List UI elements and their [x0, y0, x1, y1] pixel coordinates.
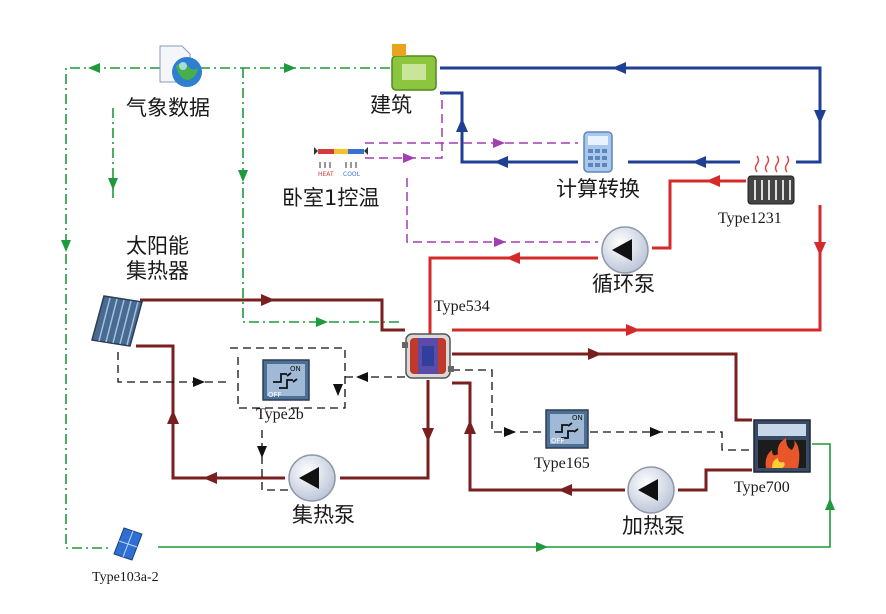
- type103-label: Type103a-2: [92, 570, 159, 585]
- weather-data-icon[interactable]: [159, 45, 202, 87]
- heater-loop: [452, 352, 752, 492]
- off-label: OFF: [268, 391, 282, 399]
- building-label: 建筑: [370, 93, 412, 117]
- thermostat-label: 卧室1控温: [282, 186, 380, 210]
- cool-label: COOL: [343, 171, 361, 178]
- weather-to-tank-line: [242, 68, 400, 323]
- weather-data-label: 气象数据: [126, 96, 210, 120]
- radiator-icon[interactable]: [747, 155, 795, 205]
- heating-pump-label: 加热泵: [622, 514, 685, 538]
- type1231-label: Type1231: [718, 210, 782, 227]
- solar-collector-icon[interactable]: [91, 295, 143, 347]
- type165-controller-icon[interactable]: ON OFF: [545, 409, 589, 449]
- on-label: ON: [290, 365, 301, 373]
- type2b-controller-icon[interactable]: ON OFF: [262, 359, 310, 401]
- type103-icon[interactable]: [113, 527, 143, 561]
- off-label-2: OFF: [551, 437, 565, 445]
- building-icon[interactable]: [391, 44, 437, 91]
- storage-tank-icon[interactable]: [402, 333, 454, 379]
- type2b-label: Type2b: [256, 406, 304, 423]
- building-blue-loop: [440, 66, 822, 164]
- heating-pump-icon[interactable]: [627, 466, 675, 514]
- weather-to-type103-line: [65, 67, 160, 549]
- type103-to-type700-line: [158, 443, 831, 548]
- solar-collector-label: 太阳能 集热器: [126, 234, 189, 284]
- thermostat-purple-lines: [365, 93, 598, 243]
- thermostat-icon[interactable]: HEAT COOL: [314, 147, 368, 178]
- collector-pump-label: 集热泵: [292, 503, 355, 527]
- type700-label: Type700: [734, 479, 790, 496]
- type534-label: Type534: [434, 298, 490, 315]
- type165-label: Type165: [534, 455, 590, 472]
- on-label-2: ON: [572, 414, 583, 422]
- calculator-icon[interactable]: [583, 131, 613, 173]
- collector-pump-icon[interactable]: [288, 454, 336, 502]
- circulation-pump-label: 循环泵: [592, 272, 655, 296]
- heat-label: HEAT: [318, 171, 334, 178]
- circulation-pump-icon[interactable]: [601, 226, 649, 274]
- calc-convert-label: 计算转换: [556, 177, 640, 201]
- weather-arrows: [61, 63, 328, 327]
- boiler-icon[interactable]: [753, 419, 811, 473]
